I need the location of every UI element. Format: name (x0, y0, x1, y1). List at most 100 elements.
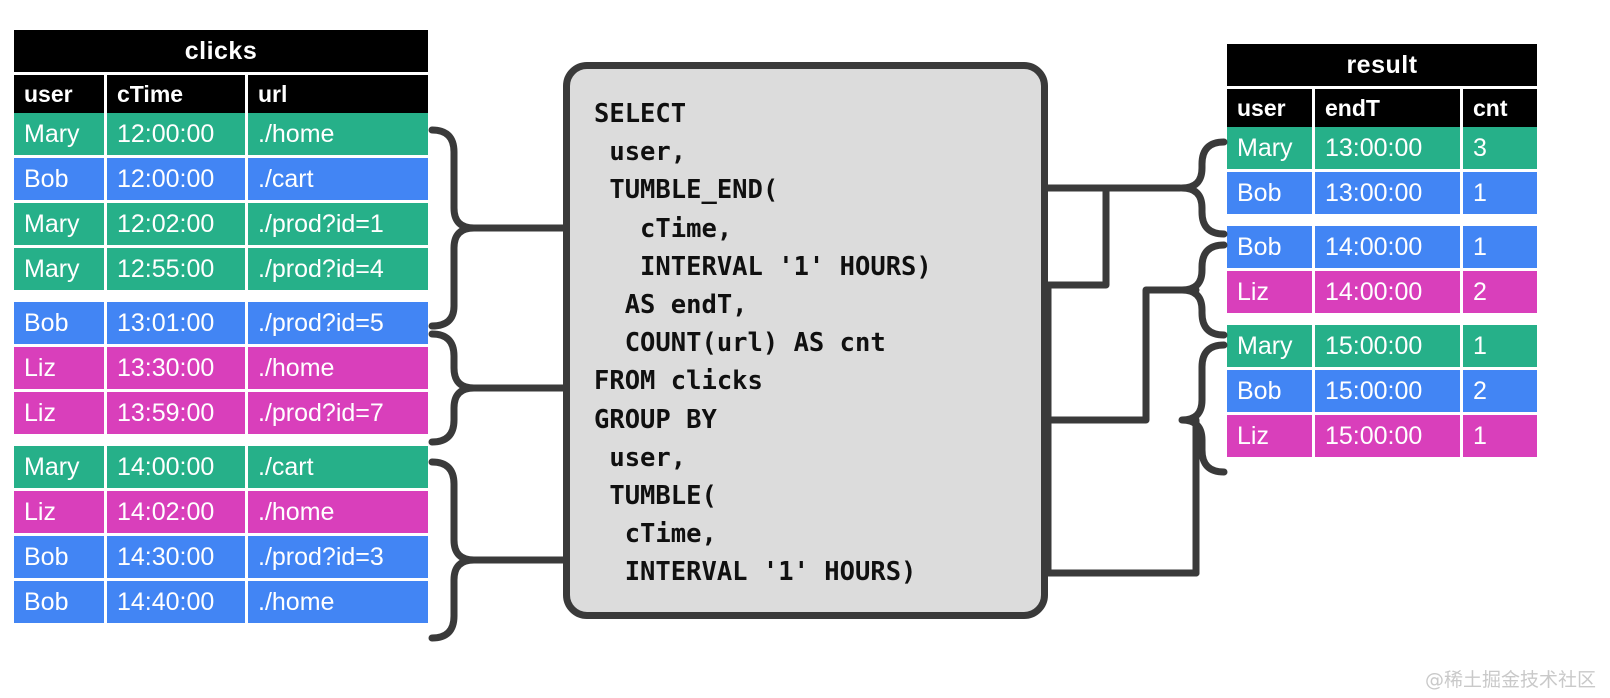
clicks-table-title: clicks (14, 30, 428, 72)
brace-right-group-2 (1178, 241, 1228, 339)
result-header-cnt: cnt (1463, 89, 1537, 127)
clicks-cell-user: Mary (14, 446, 107, 491)
result-cell-user: Liz (1227, 271, 1315, 316)
result-cell-cnt: 2 (1463, 271, 1537, 316)
clicks-cell-cTime: 14:02:00 (107, 491, 248, 536)
result-cell-endT: 14:00:00 (1315, 271, 1463, 316)
brace-right-group-1 (1178, 138, 1228, 238)
clicks-cell-url: ./home (248, 113, 428, 158)
clicks-cell-url: ./prod?id=4 (248, 248, 428, 293)
clicks-cell-url: ./home (248, 347, 428, 392)
result-cell-cnt: 1 (1463, 172, 1537, 217)
clicks-cell-url: ./cart (248, 158, 428, 203)
clicks-header-url: url (248, 75, 428, 113)
lead-right-group-3-stub (1044, 416, 1200, 577)
clicks-cell-url: ./prod?id=5 (248, 302, 428, 347)
clicks-header-row: user cTime url (14, 75, 428, 113)
clicks-cell-url: ./home (248, 581, 428, 626)
clicks-header-user: user (14, 75, 107, 113)
result-cell-endT: 14:00:00 (1315, 226, 1463, 271)
clicks-cell-cTime: 14:30:00 (107, 536, 248, 581)
clicks-cell-cTime: 13:01:00 (107, 302, 248, 347)
result-cell-endT: 15:00:00 (1315, 415, 1463, 460)
result-cell-cnt: 1 (1463, 415, 1537, 460)
result-cell-cnt: 1 (1463, 325, 1537, 370)
brace-right-group-3 (1178, 341, 1228, 476)
result-header-endt: endT (1315, 89, 1463, 127)
clicks-cell-cTime: 12:00:00 (107, 158, 248, 203)
clicks-cell-user: Liz (14, 392, 107, 437)
result-cell-endT: 15:00:00 (1315, 370, 1463, 415)
brace-left-group-2 (428, 330, 478, 446)
watermark-text: @稀土掘金技术社区 (1424, 669, 1596, 691)
sql-query-text: SELECT user, TUMBLE_END( cTime, INTERVAL… (594, 99, 932, 588)
clicks-cell-url: ./prod?id=7 (248, 392, 428, 437)
brace-left-group-3 (428, 458, 478, 642)
clicks-cell-cTime: 12:55:00 (107, 248, 248, 293)
sql-query-box: SELECT user, TUMBLE_END( cTime, INTERVAL… (563, 62, 1048, 619)
clicks-cell-user: Bob (14, 536, 107, 581)
clicks-cell-user: Mary (14, 113, 107, 158)
clicks-cell-user: Bob (14, 158, 107, 203)
result-cell-user: Liz (1227, 415, 1315, 460)
result-cell-user: Mary (1227, 325, 1315, 370)
result-header-user: user (1227, 89, 1315, 127)
result-cell-endT: 15:00:00 (1315, 325, 1463, 370)
result-cell-user: Mary (1227, 127, 1315, 172)
result-header-row: user endT cnt (1227, 89, 1537, 127)
clicks-cell-user: Mary (14, 203, 107, 248)
result-cell-cnt: 3 (1463, 127, 1537, 172)
clicks-cell-user: Liz (14, 347, 107, 392)
result-cell-cnt: 1 (1463, 226, 1537, 271)
result-cell-user: Bob (1227, 370, 1315, 415)
clicks-header-ctime: cTime (107, 75, 248, 113)
clicks-cell-url: ./home (248, 491, 428, 536)
lead-right-group-1-stub (1044, 184, 1110, 289)
clicks-cell-cTime: 12:00:00 (107, 113, 248, 158)
result-cell-user: Bob (1227, 172, 1315, 217)
result-cell-endT: 13:00:00 (1315, 172, 1463, 217)
clicks-cell-cTime: 12:02:00 (107, 203, 248, 248)
clicks-cell-cTime: 13:59:00 (107, 392, 248, 437)
clicks-cell-cTime: 13:30:00 (107, 347, 248, 392)
result-cell-user: Bob (1227, 226, 1315, 271)
lead-right-group-2 (1044, 281, 1200, 424)
clicks-cell-cTime: 14:00:00 (107, 446, 248, 491)
clicks-cell-url: ./prod?id=1 (248, 203, 428, 248)
clicks-cell-user: Bob (14, 581, 107, 626)
clicks-cell-url: ./prod?id=3 (248, 536, 428, 581)
result-cell-cnt: 2 (1463, 370, 1537, 415)
result-table-title: result (1227, 44, 1537, 86)
clicks-cell-user: Liz (14, 491, 107, 536)
clicks-cell-url: ./cart (248, 446, 428, 491)
